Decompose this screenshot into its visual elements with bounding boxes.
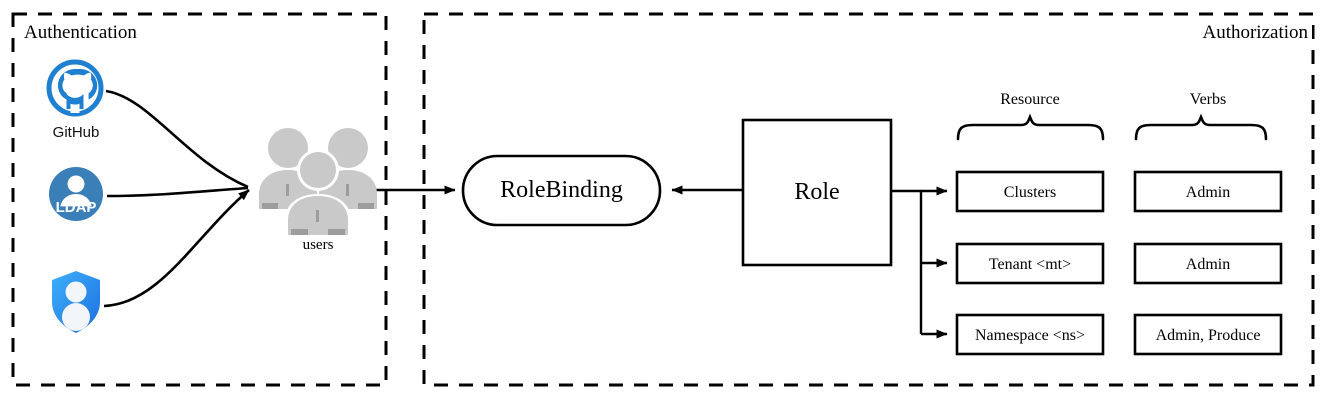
github-icon[interactable]	[46, 59, 104, 117]
resource-box-1[interactable]	[955, 242, 1105, 285]
edge-role-branch-trunk	[891, 189, 923, 334]
verbs-label-1: Admin	[1185, 256, 1231, 273]
verbs-label-2: Admin, Produce	[1155, 327, 1261, 344]
edge-github-to-users	[105, 89, 249, 189]
github-label: GitHub	[52, 124, 100, 141]
verbs-box-0[interactable]	[1133, 170, 1283, 213]
authentication-group-border	[11, 12, 388, 387]
role-label: Role	[794, 179, 840, 205]
verbs-brace	[1134, 113, 1268, 141]
verbs-box-2[interactable]	[1133, 313, 1283, 356]
users-label: users	[302, 237, 334, 253]
resource-column-header: Resource	[1000, 91, 1060, 108]
role-node-shape[interactable]	[741, 118, 893, 267]
verbs-column-header: Verbs	[1189, 91, 1227, 108]
verbs-box-1[interactable]	[1133, 242, 1283, 285]
resource-label-0: Clusters	[1003, 184, 1057, 201]
edge-shield-to-users	[103, 189, 250, 308]
authentication-group-label: Authentication	[20, 23, 141, 42]
rolebinding-node-shape[interactable]	[461, 154, 662, 227]
resource-label-2: Namespace <ns>	[974, 327, 1085, 344]
shield-user-icon[interactable]	[52, 271, 100, 333]
edge-ldap-to-users	[106, 186, 249, 198]
resource-box-2[interactable]	[955, 313, 1105, 356]
verbs-label-0: Admin	[1185, 184, 1231, 201]
rolebinding-label: RoleBinding	[500, 177, 623, 203]
resource-box-0[interactable]	[955, 170, 1105, 213]
users-group-icon[interactable]	[259, 128, 377, 237]
ldap-label: LDAP	[55, 199, 97, 216]
resource-brace	[956, 113, 1105, 141]
ldap-user-circle-icon[interactable]	[49, 167, 103, 221]
authorization-group-border	[422, 12, 1315, 387]
authorization-group-label: Authorization	[1198, 23, 1312, 42]
resource-label-1: Tenant <mt>	[988, 256, 1072, 273]
